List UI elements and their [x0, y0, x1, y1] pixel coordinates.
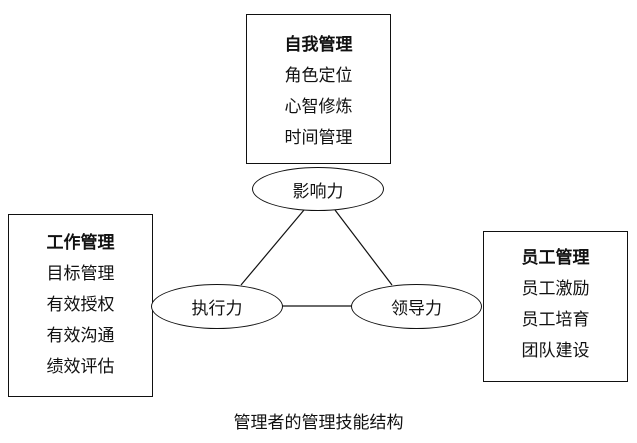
diagram-caption: 管理者的管理技能结构 — [233, 413, 404, 433]
work-management-item-4: 绩效评估 — [46, 357, 115, 377]
work-management-item-3: 有效沟通 — [46, 326, 115, 346]
leadership-label: 领导力 — [391, 299, 442, 319]
self-management-item-1: 角色定位 — [284, 66, 353, 86]
self-management-title: 自我管理 — [284, 35, 353, 55]
work-management-item-1: 目标管理 — [46, 264, 115, 284]
influence-ellipse: 影响力 — [252, 167, 384, 211]
work-management-title: 工作管理 — [46, 233, 115, 253]
self-management-box: 自我管理 角色定位 心智修炼 时间管理 — [246, 14, 391, 164]
connector-execution-influence — [240, 209, 305, 286]
influence-label: 影响力 — [292, 181, 344, 202]
self-management-item-3: 时间管理 — [284, 128, 353, 148]
self-management-item-2: 心智修炼 — [284, 97, 353, 117]
staff-management-item-3: 团队建设 — [521, 341, 590, 361]
staff-management-item-1: 员工激励 — [521, 279, 590, 299]
work-management-box: 工作管理 目标管理 有效授权 有效沟通 绩效评估 — [8, 214, 153, 397]
staff-management-box: 员工管理 员工激励 员工培育 团队建设 — [483, 231, 628, 382]
work-management-item-2: 有效授权 — [46, 295, 115, 315]
leadership-ellipse: 领导力 — [351, 284, 482, 329]
connector-influence-leadership — [334, 209, 393, 286]
execution-ellipse: 执行力 — [151, 284, 283, 329]
staff-management-item-2: 员工培育 — [521, 310, 590, 330]
staff-management-title: 员工管理 — [521, 248, 590, 268]
execution-label: 执行力 — [191, 299, 243, 319]
